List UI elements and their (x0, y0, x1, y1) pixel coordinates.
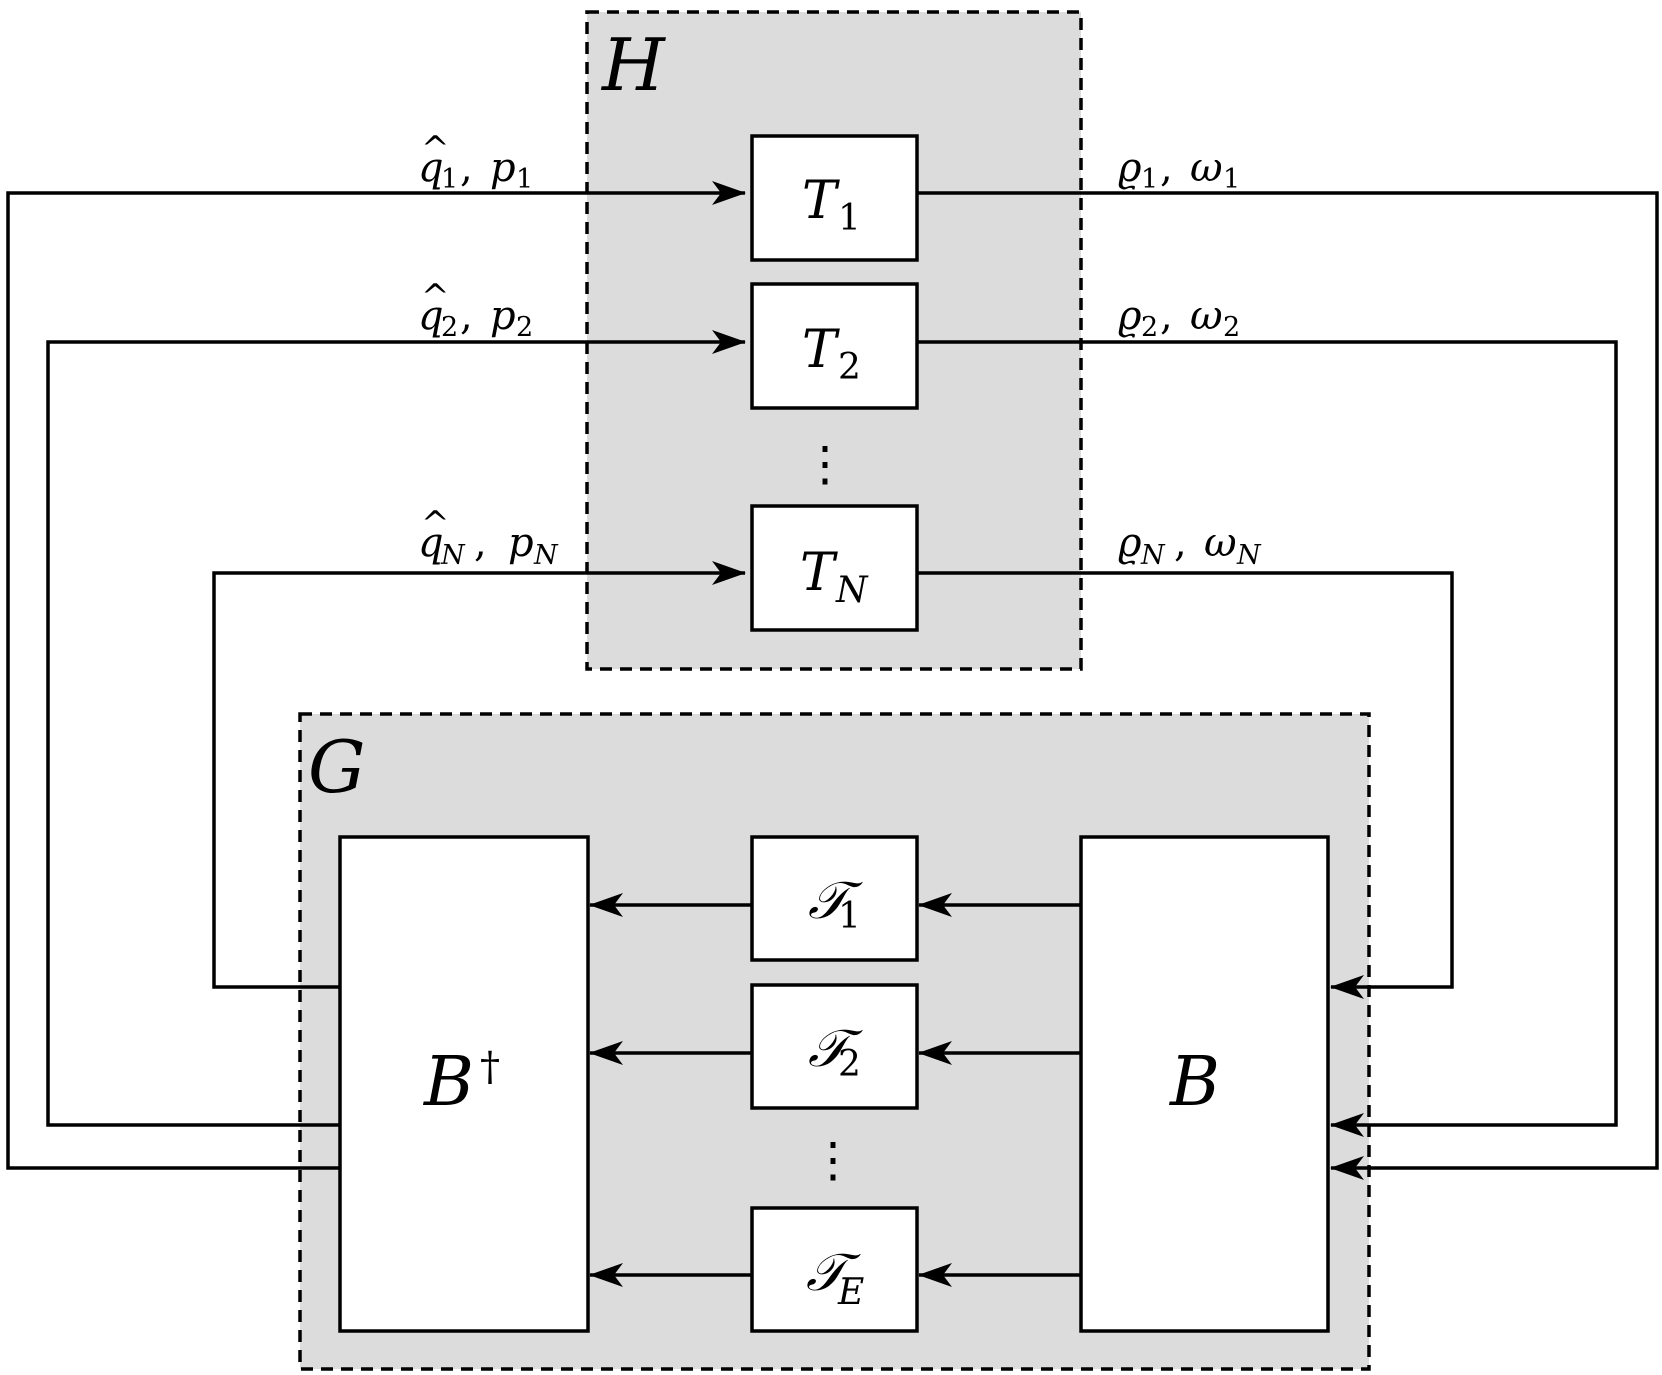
output-n-omegasub: N (1236, 540, 1262, 571)
output-1-omega: ω (1190, 145, 1223, 191)
output-2-omega: ω (1190, 293, 1223, 339)
wire-q1-p1 (6, 181, 746, 1170)
agent-tn-sub: N (835, 570, 869, 611)
output-2-rho: ϱ (1118, 293, 1142, 339)
input-n-qsub: N (440, 540, 466, 571)
input-n-psub: N (533, 540, 559, 571)
input-2-p: p (490, 293, 516, 339)
output-n-rhosub: N (1140, 540, 1166, 571)
group-g-label: G (308, 725, 366, 809)
edge-block-1: 𝒯 1 (750, 835, 919, 962)
agent-t1-sub: 1 (838, 198, 861, 239)
input-1-qsub: 1 (441, 164, 458, 195)
wire-q2-p2 (46, 330, 746, 1127)
agent-t2-base: T (802, 320, 840, 380)
output-label-2: ϱ 2 , ω 2 (1118, 293, 1240, 343)
output-label-n: ϱ N , ω N (1118, 520, 1262, 571)
output-1-comma: , (1160, 145, 1173, 191)
incidence-adjoint-sup: † (480, 1044, 500, 1090)
incidence-label: B (1168, 1043, 1220, 1122)
input-n-comma: , (474, 520, 487, 566)
output-2-comma: , (1160, 293, 1173, 339)
input-2-comma: , (460, 293, 473, 339)
edge-block-2: 𝒯 2 (750, 983, 919, 1110)
input-n-q: q (418, 520, 444, 566)
wire-rhoN-omegaN (917, 571, 1454, 999)
input-1-psub: 1 (516, 164, 533, 195)
wire-rho2-omega2 (917, 340, 1618, 1137)
incidence-adjoint-block: B † (338, 835, 590, 1333)
group-h-label: H (600, 23, 666, 107)
input-2-hat: ^ (421, 277, 450, 317)
agent-t1-base: T (802, 171, 840, 231)
input-1-p: p (490, 145, 516, 191)
edge-block-e: 𝒯 E (750, 1206, 919, 1333)
input-label-2: q ^ 2 , p 2 (418, 277, 533, 343)
agent-block-tn: T N (750, 504, 919, 632)
output-n-rho: ϱ (1118, 520, 1142, 566)
wire-rho1-omega1 (917, 191, 1659, 1180)
input-2-psub: 2 (516, 312, 533, 343)
input-2-qsub: 2 (441, 312, 458, 343)
output-label-1: ϱ 1 , ω 1 (1118, 145, 1240, 195)
edge-2-sub: 2 (838, 1044, 861, 1085)
agent-block-t2: T 2 (750, 282, 919, 410)
edge-1-sub: 1 (838, 896, 861, 937)
agent-ellipsis: ⋮ (801, 436, 849, 492)
output-1-rhosub: 1 (1141, 164, 1158, 195)
input-n-p: p (508, 520, 534, 566)
incidence-block: B (1079, 835, 1330, 1333)
input-1-comma: , (460, 145, 473, 191)
incidence-adjoint-label: B (422, 1043, 474, 1122)
edge-e-sub: E (837, 1272, 864, 1313)
output-1-omegasub: 1 (1223, 164, 1240, 195)
output-2-rhosub: 2 (1141, 312, 1158, 343)
agent-tn-base: T (800, 543, 838, 603)
agent-block-t1: T 1 (750, 134, 919, 262)
input-label-n: q ^ N , p N (418, 504, 559, 571)
output-n-omega: ω (1204, 520, 1237, 566)
wire-qN-pN (212, 561, 746, 989)
input-label-1: q ^ 1 , p 1 (418, 129, 533, 195)
input-1-hat: ^ (421, 129, 450, 169)
agent-t2-sub: 2 (838, 347, 861, 388)
input-2-q: q (418, 293, 444, 339)
output-1-rho: ϱ (1118, 145, 1142, 191)
output-n-comma: , (1174, 520, 1187, 566)
edge-ellipsis: ⋮ (809, 1132, 857, 1188)
output-2-omegasub: 2 (1223, 312, 1240, 343)
input-1-q: q (418, 145, 444, 191)
input-n-hat: ^ (421, 504, 450, 544)
